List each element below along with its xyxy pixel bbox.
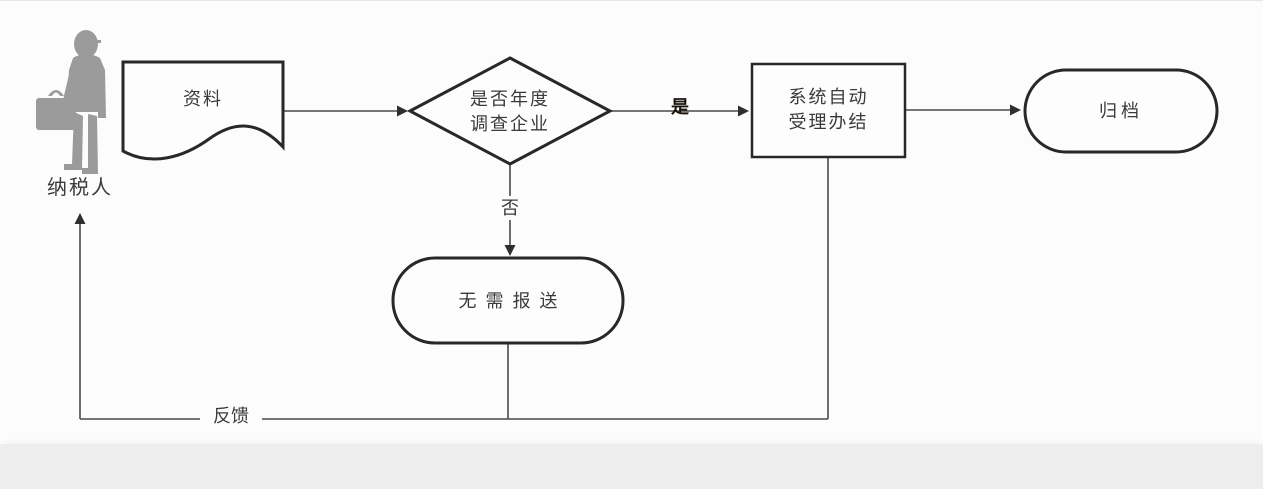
node-decision-label: 是否年度 调查企业 <box>410 87 610 137</box>
archive-stadium-shape <box>1023 68 1219 154</box>
arrowhead-into-archive <box>1010 104 1021 116</box>
arrowhead-into-process <box>738 105 749 117</box>
node-process-label: 系统自动 受理办结 <box>752 85 905 135</box>
person-with-briefcase-icon <box>36 30 106 174</box>
node-archive-label: 归档 <box>1099 101 1143 121</box>
arrowhead-into-decision <box>397 105 408 117</box>
node-document-label: 资料 <box>183 89 223 109</box>
arrowhead-into-actor <box>74 213 86 224</box>
actor-label: 纳税人 <box>47 177 113 199</box>
top-hairline <box>0 0 1263 1</box>
document-shape <box>121 60 285 161</box>
decision-diamond-shape <box>406 56 614 166</box>
arrowhead-into-no-need <box>504 245 516 256</box>
edge-feedback-label: 反馈 <box>200 404 262 428</box>
node-decision-label-line2: 调查企业 <box>470 114 550 134</box>
node-process-label-line1: 系统自动 <box>788 87 869 107</box>
node-decision-label-line1: 是否年度 <box>470 89 550 109</box>
process-rectangle-shape <box>750 62 907 159</box>
no-need-stadium-shape <box>391 256 625 345</box>
arrowheads <box>74 104 1021 256</box>
node-process-label-line2: 受理办结 <box>788 112 869 132</box>
edge-yes-label: 是 <box>671 97 689 117</box>
node-no-need-label: 无需报送 <box>458 291 567 311</box>
edge-no-label: 否 <box>492 196 528 220</box>
bottom-gray-band <box>0 444 1263 489</box>
